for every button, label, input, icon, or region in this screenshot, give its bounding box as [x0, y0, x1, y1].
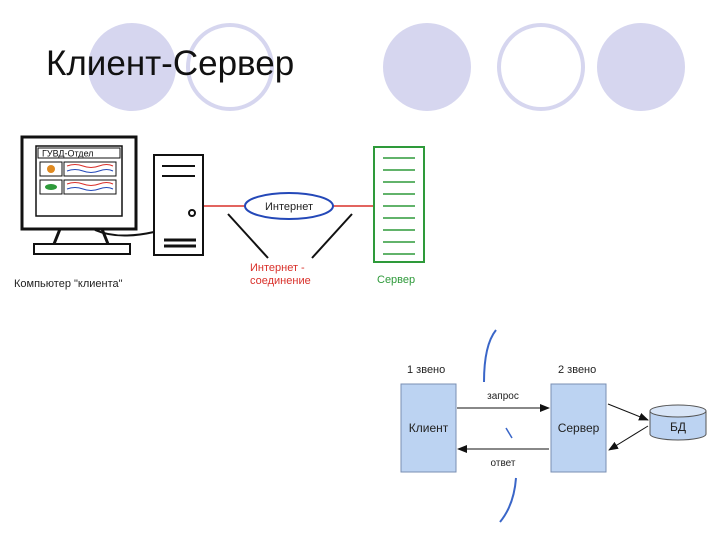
tier2-label: 2 звено [558, 364, 596, 376]
internet-label: Интернет [265, 201, 313, 213]
db-result-arrow [608, 425, 649, 451]
server-rack-icon [373, 146, 425, 263]
connection-label-line2: соединение [250, 275, 311, 287]
decorative-circle-3 [383, 23, 471, 111]
decorative-circle-1 [88, 23, 176, 111]
fish-icon [47, 165, 55, 173]
pointer-line-right [311, 213, 353, 259]
response-label: ответ [491, 458, 516, 469]
slide-title: Клиент-Сервер [46, 44, 295, 83]
tier-divider-top [483, 329, 497, 383]
internet-connection: Интернет Интернет - соединение [204, 192, 373, 287]
internet-cloud [244, 192, 334, 220]
client-computer-label: Компьютер "клиента" [14, 278, 123, 290]
tier-divider-mid [505, 427, 513, 439]
decorative-circle-4 [497, 23, 585, 111]
decorative-circle-2 [186, 23, 274, 111]
db-query-arrow [607, 403, 649, 421]
request-label: запрос [487, 391, 519, 402]
small-image-icon [45, 184, 57, 190]
server-box [550, 383, 607, 473]
tier1-label: 1 звено [407, 364, 445, 376]
db-label: БД [670, 420, 686, 434]
database-icon [649, 404, 707, 441]
monitor-cable [94, 229, 155, 237]
monitor-icon: ГУВД-Отдел [20, 135, 138, 255]
screen-header-text: ГУВД-Отдел [42, 149, 94, 159]
tier-divider-bottom [499, 477, 517, 523]
connection-label-line1: Интернет - [250, 262, 305, 274]
client-box [400, 383, 457, 473]
client-computer: ГУВД-Отдел Компьютер "клиента" [14, 135, 204, 290]
two-tier-diagram: 1 звено 2 звено Клиент Сервер запрос отв… [400, 329, 707, 523]
server-box-label: Сервер [558, 421, 600, 435]
client-box-label: Клиент [409, 421, 449, 435]
system-unit-icon [153, 154, 204, 256]
server-label: Сервер [377, 274, 415, 286]
pointer-line-left [227, 213, 269, 259]
decorative-circle-5 [597, 23, 685, 111]
